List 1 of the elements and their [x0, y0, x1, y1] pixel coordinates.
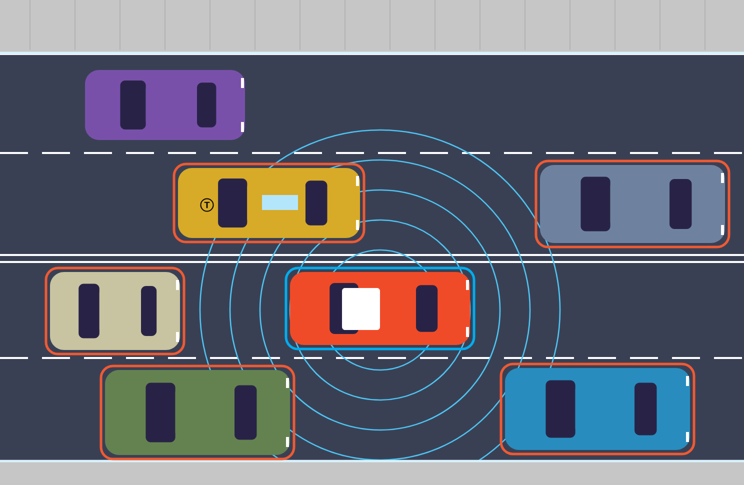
taxi-sign: T	[200, 198, 214, 212]
